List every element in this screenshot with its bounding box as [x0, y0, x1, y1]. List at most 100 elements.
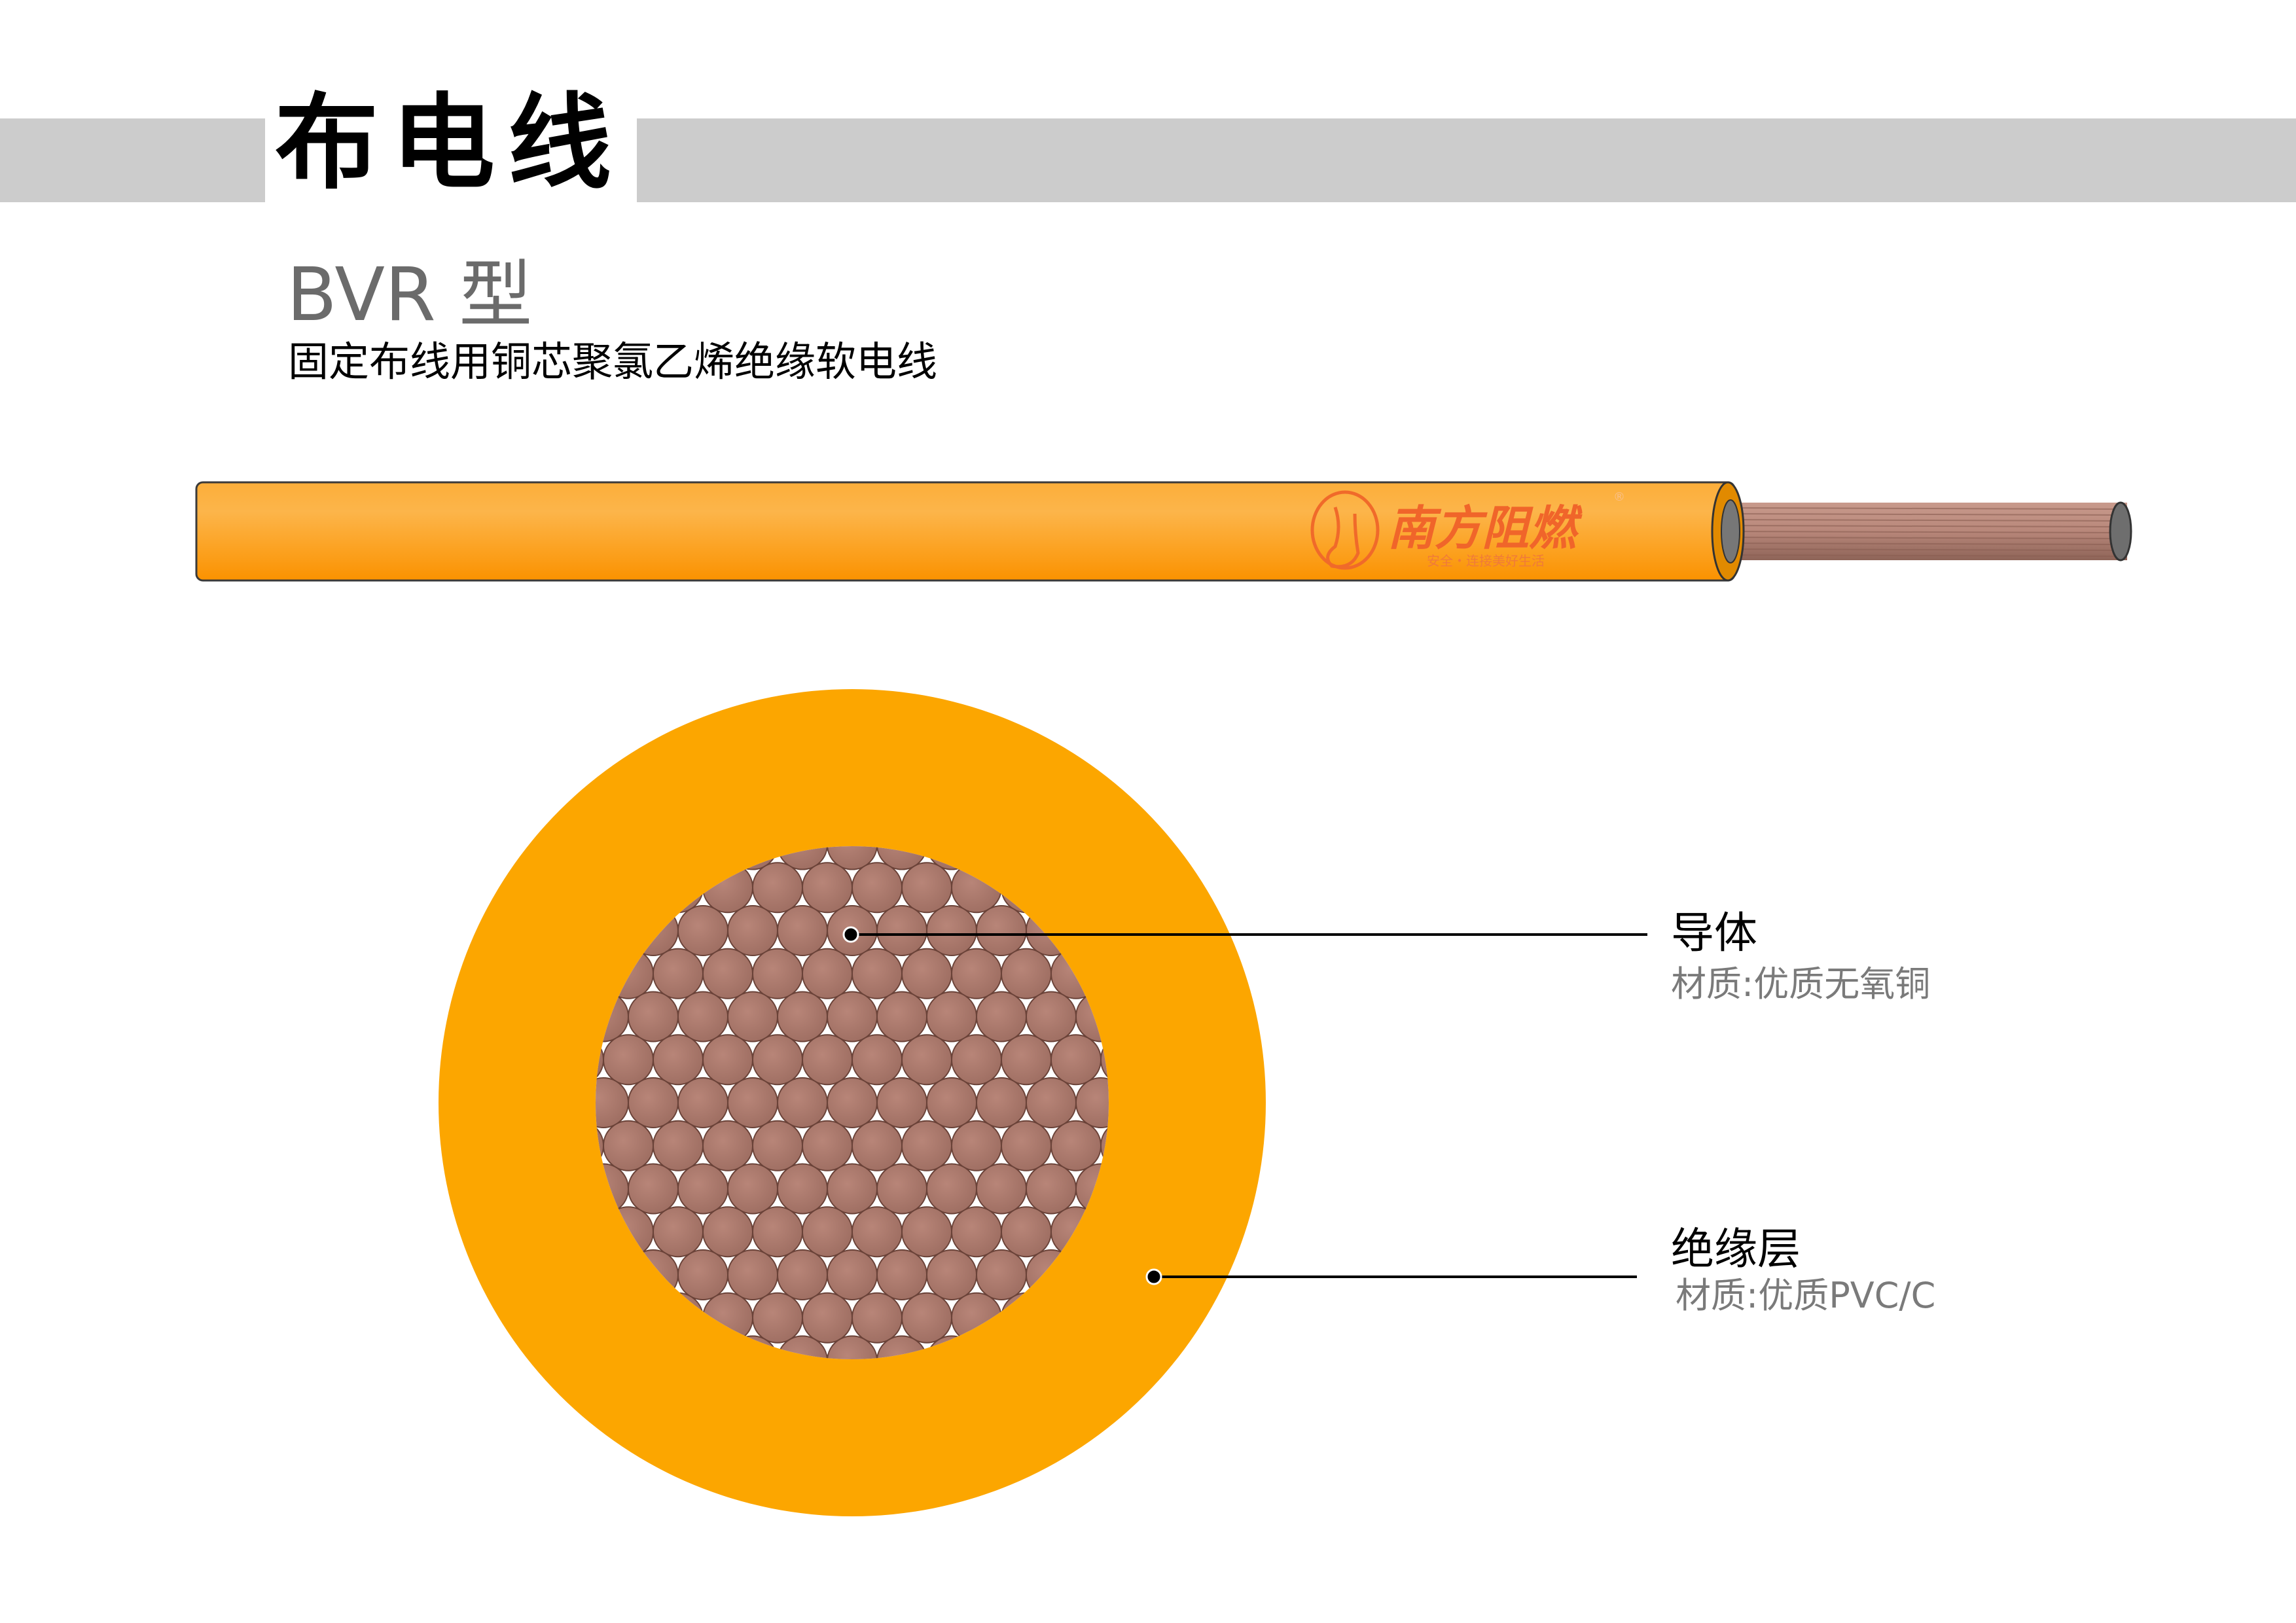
copper-strand [727, 1249, 778, 1300]
copper-strand [926, 1249, 977, 1300]
copper-strand [702, 948, 753, 999]
model-label: BVR 型 [287, 253, 533, 338]
brand-slogan: 安全・连接美好生活 [1427, 553, 1545, 569]
copper-strand [827, 1249, 878, 1300]
strand-line [1727, 537, 2121, 539]
copper-strand [702, 1120, 753, 1171]
copper-strand [752, 948, 803, 999]
copper-strand [653, 1120, 704, 1171]
copper-strand [802, 1120, 853, 1171]
copper-strand [976, 1249, 1027, 1300]
copper-strand [677, 1163, 728, 1215]
registered-mark: ® [1613, 490, 1625, 504]
copper-strand [1026, 1077, 1077, 1128]
copper-strand [727, 991, 778, 1043]
callout-insulation [1145, 1268, 1637, 1285]
copper-strand [802, 862, 853, 914]
copper-strand [653, 1206, 704, 1258]
copper-strand [752, 862, 803, 914]
callout-conductor [842, 926, 1647, 943]
copper-strand [876, 1163, 927, 1215]
copper-strand [926, 1077, 977, 1128]
strand-line [1727, 548, 2121, 551]
copper-strand [1026, 1163, 1077, 1215]
copper-strand [1001, 948, 1052, 999]
copper-strand [777, 1163, 828, 1215]
copper-strand [876, 905, 927, 957]
copper-strand [752, 1206, 803, 1258]
copper-strand [777, 1335, 828, 1359]
copper-strand [777, 905, 828, 957]
copper-strand [976, 905, 1027, 957]
copper-strand [727, 1077, 778, 1128]
copper-strand [628, 1163, 679, 1215]
copper-strand [752, 1034, 803, 1086]
brand-logo: 南方阻燃 安全・连接美好生活 ® [1310, 490, 1625, 570]
copper-strand [951, 948, 1002, 999]
copper-strand [677, 991, 728, 1043]
copper-strand [677, 905, 728, 957]
copper-strand [777, 1249, 828, 1300]
copper-strand [1050, 1120, 1102, 1171]
copper-strand [628, 991, 679, 1043]
copper-strand [702, 1034, 753, 1086]
copper-strand [926, 905, 977, 957]
copper-strand [777, 1077, 828, 1128]
copper-strand [901, 948, 952, 999]
strand-line [1727, 531, 2121, 533]
copper-strand [677, 1249, 728, 1300]
copper-strand [727, 1163, 778, 1215]
strand-line [1727, 519, 2121, 522]
copper-strand [1001, 1120, 1052, 1171]
copper-strand [976, 991, 1027, 1043]
copper-strand [852, 1292, 903, 1344]
copper-strand [852, 1120, 903, 1171]
copper-strand [901, 862, 952, 914]
conductor-label: 导体 [1671, 908, 1757, 958]
copper-strand [876, 1249, 927, 1300]
copper-strand [727, 905, 778, 957]
copper-strand [876, 1077, 927, 1128]
copper-strand [752, 1292, 803, 1344]
copper-strand [802, 1292, 853, 1344]
copper-strand [802, 1034, 853, 1086]
conductor-material: 材质:优质无氧铜 [1671, 963, 1931, 1005]
copper-strand [876, 991, 927, 1043]
insulation-jacket [195, 481, 1745, 582]
copper-strand [852, 948, 903, 999]
copper-strand [653, 948, 704, 999]
copper-strand [827, 846, 878, 870]
copper-strand [802, 948, 853, 999]
copper-strand [951, 1120, 1002, 1171]
copper-strand [777, 991, 828, 1043]
strand-line [1727, 513, 2121, 516]
copper-strand [827, 1077, 878, 1128]
page-title: 布电线 [275, 83, 624, 204]
strand-line [1727, 543, 2121, 545]
copper-strand [827, 1163, 878, 1215]
copper-strand [976, 1163, 1027, 1215]
copper-strand [876, 1335, 927, 1359]
copper-strand [901, 1034, 952, 1086]
copper-strand [951, 1034, 1002, 1086]
copper-strand [827, 991, 878, 1043]
title-box [265, 98, 637, 206]
copper-strand [1100, 1034, 1109, 1086]
brand-name: 南方阻燃 [1388, 501, 1583, 556]
copper-strand [901, 1120, 952, 1171]
copper-strand [628, 1077, 679, 1128]
copper-conductor-end [1721, 501, 2132, 562]
cross-section [439, 689, 1266, 1516]
strand-line [1727, 507, 2121, 510]
insulation-material: 材质:优质PVC/C [1676, 1275, 1936, 1316]
copper-strand [1001, 1206, 1052, 1258]
copper-strands [596, 846, 1109, 1359]
copper-strand [653, 1034, 704, 1086]
copper-strand [876, 846, 927, 870]
copper-strand [677, 1077, 728, 1128]
copper-strand [926, 991, 977, 1043]
strand-line [1727, 525, 2121, 527]
copper-strand [901, 1206, 952, 1258]
copper-strand [777, 846, 828, 870]
